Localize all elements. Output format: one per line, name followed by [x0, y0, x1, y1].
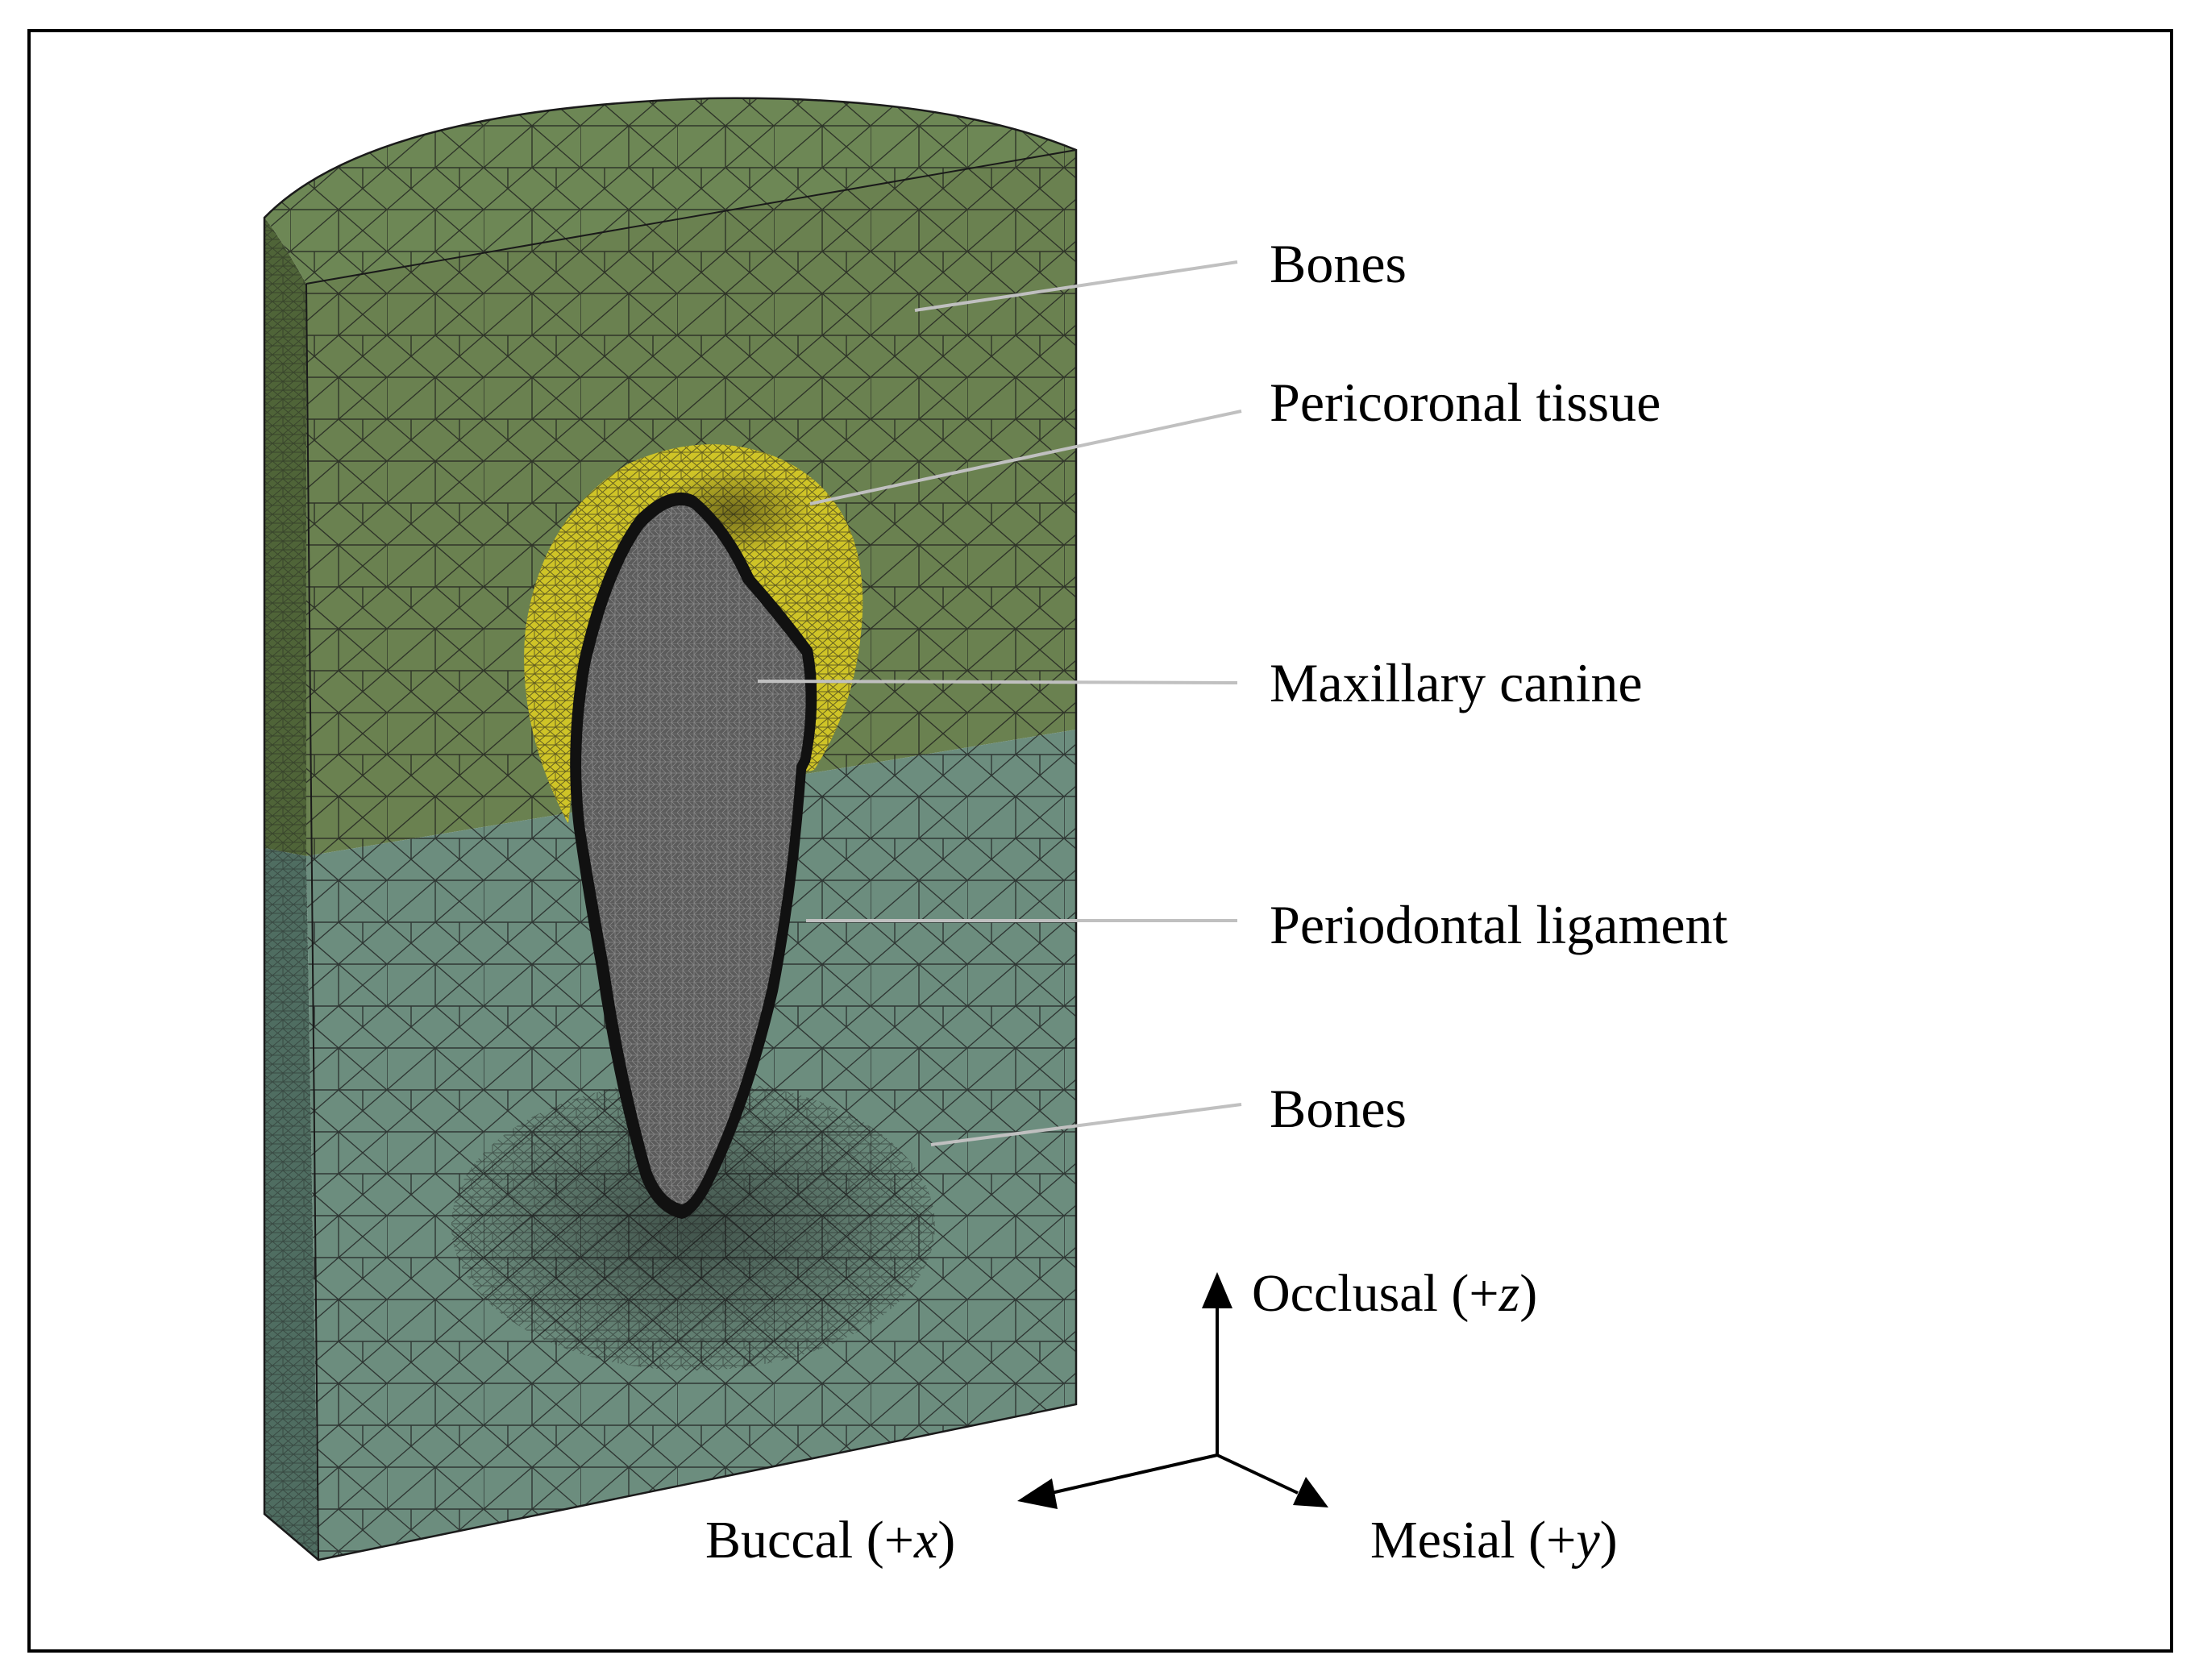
axis-z-arrowhead [1202, 1272, 1232, 1308]
model-front-edge [306, 283, 319, 1561]
label-periodontal-ligament: Periodontal ligament [1270, 894, 1728, 955]
coordinate-axes: Occlusal (+z) Buccal (+x) Mesial (+y) [705, 1264, 1618, 1570]
label-bones-lower: Bones [1270, 1078, 1407, 1139]
model-top-mesh [264, 98, 1076, 285]
axis-x-line [1047, 1453, 1218, 1495]
model-outline [263, 97, 1078, 1561]
leader-lines [757, 260, 1242, 1146]
leader-bones-lower [930, 1103, 1242, 1146]
axis-x-arrowhead [1017, 1478, 1058, 1509]
axis-label-occlusal: Occlusal (+z) [1252, 1264, 1537, 1323]
leader-canine [757, 680, 1238, 684]
model-side-mesh [264, 218, 318, 1560]
axis-label-buccal: Buccal (+x) [705, 1511, 955, 1570]
label-maxillary-canine: Maxillary canine [1270, 652, 1643, 713]
label-bones-upper: Bones [1270, 233, 1407, 294]
maxillary-canine-mesh [581, 505, 806, 1204]
figure-frame [27, 29, 2173, 1653]
axis-y-arrowhead [1293, 1477, 1328, 1507]
label-pericoronal-tissue: Pericoronal tissue [1270, 372, 1661, 433]
fem-model [263, 97, 1078, 1561]
region-labels: Bones Pericoronal tissue Maxillary canin… [1270, 233, 1728, 1139]
apex-dense-mesh-fine [451, 1080, 935, 1370]
leader-pericoronal [809, 410, 1242, 505]
leader-bones-upper [914, 260, 1238, 312]
axis-label-mesial: Mesial (+y) [1370, 1511, 1618, 1570]
model-top-edge [306, 149, 1077, 285]
axis-y-line [1216, 1453, 1299, 1495]
